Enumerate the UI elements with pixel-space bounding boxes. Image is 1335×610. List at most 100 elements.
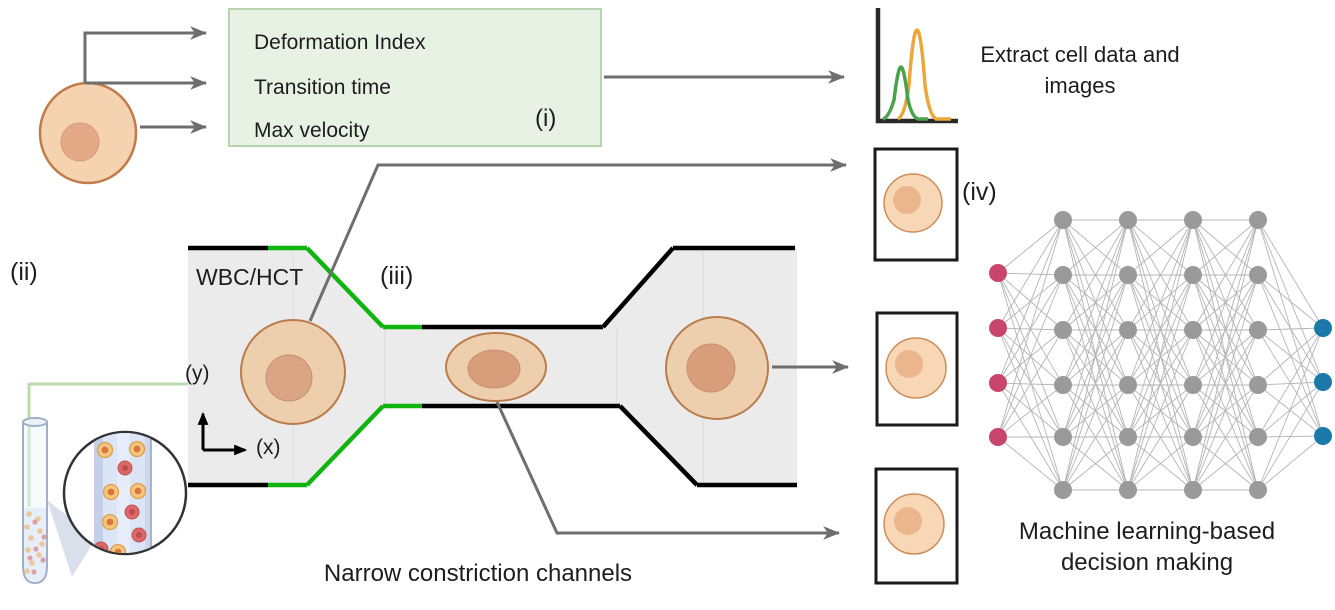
input-layer-node [989,319,1007,337]
nn-edge [1062,219,1129,276]
magnified-wbc-cells [93,440,147,553]
nn-edge [997,436,1064,491]
nn-edge [1192,329,1259,491]
hidden-layer-3-node [1184,266,1202,284]
nn-edge [1192,219,1259,438]
nn-edge [997,219,1064,384]
nn-edge [1257,435,1324,491]
green-peak [882,65,928,121]
nn-edge [1062,384,1129,491]
nn-edge [997,274,1064,438]
nn-edge [1062,329,1129,386]
parameters-box: Deformation Index Transition time Max ve… [228,8,602,147]
hidden-layer-4-node [1249,266,1267,284]
sample-prep [22,382,188,585]
orange-peak [896,28,951,121]
nn-edge [1062,436,1129,491]
hidden-layer-3-node [1184,428,1202,446]
parameter-arrows [83,26,208,134]
captured-cells [883,173,947,555]
nn-edge [997,382,1064,491]
signal-peaks-chart-icon [875,8,958,124]
nn-edge [997,382,1064,438]
hidden-layer-1-node [1054,376,1072,394]
x-axis-label: (x) [256,436,281,459]
nn-edge [1257,219,1324,329]
y-axis-label: (y) [185,362,210,385]
ml-caption: Machine learning-based decision making [1018,518,1276,577]
nn-edge [1127,329,1194,491]
sample-cell [38,81,138,185]
nn-edge [1062,219,1129,491]
param-transition-time: Transition time [254,76,391,99]
hidden-layer-1-node [1054,266,1072,284]
magnifier-view [62,430,188,556]
nn-edge [1192,329,1259,386]
nn-edge [1127,384,1194,491]
nn-edge [1257,381,1324,491]
param-max-velocity: Max velocity [254,119,370,142]
nn-edge [1127,219,1194,276]
channel-wall-green [268,245,422,488]
extract-caption: Extract cell data and images [980,42,1180,98]
inlet-tubing [27,382,188,507]
nn-edge [997,219,1064,329]
nn-edge [1127,274,1194,491]
nn-edge [1062,219,1129,331]
nn-edge [1257,327,1324,438]
output-layer-node [1314,427,1332,445]
hidden-layer-3-node [1184,376,1202,394]
nn-edge [997,329,1064,438]
channel-wall-black [188,245,797,488]
xy-axes [197,411,248,456]
hidden-layer-2-node [1119,321,1137,339]
nn-edge [997,327,1064,438]
nn-edge [1192,219,1259,331]
nn-edge [1062,329,1129,491]
input-layer-node [989,264,1007,282]
hidden-layer-4-node [1249,376,1267,394]
hidden-layer-1-node [1054,321,1072,339]
hidden-layer-2-node [1119,266,1137,284]
input-layer-node [989,428,1007,446]
hidden-layer-2-node [1119,211,1137,229]
output-layer-node [1314,319,1332,337]
hidden-layer-4-node [1249,211,1267,229]
hidden-layer-1-node [1054,481,1072,499]
nn-edge [997,272,1064,491]
stage-i-label: (i) [535,105,557,132]
test-tube [22,417,48,585]
nn-edge [1192,274,1259,491]
hidden-layer-2-node [1119,481,1137,499]
hidden-layer-4-node [1249,481,1267,499]
narrow-channels-caption: Narrow constriction channels [323,560,633,587]
hidden-layer-3-node [1184,211,1202,229]
hidden-layer-1-node [1054,428,1072,446]
cell-deformed-in-constriction [445,332,547,402]
stage-iv-label: (iv) [962,178,997,206]
wbc-hct-label: WBC/HCT [196,264,304,290]
nn-edge [1192,219,1259,491]
nn-edge [1127,219,1194,386]
hidden-layer-2-node [1119,428,1137,446]
tube-cells [24,511,47,575]
nn-edge [1257,274,1324,383]
nn-edge [1257,327,1324,491]
nn-edge [1127,436,1194,491]
nn-edge [1257,381,1324,386]
nn-edge [997,384,1064,438]
nn-edge [997,327,1064,491]
nn-edge [1062,219,1129,386]
param-deformation-index: Deformation Index [254,31,426,54]
stage-ii-label: (ii) [10,258,38,286]
hidden-layer-2-node [1119,376,1137,394]
zoom-cone [47,500,96,577]
nn-edge [1127,219,1194,491]
hidden-layer-3-node [1184,321,1202,339]
hidden-layer-3-node [1184,481,1202,499]
hidden-layer-1-node [1054,211,1072,229]
cell-in-outlet [665,316,769,420]
flow-connectors [308,70,850,540]
